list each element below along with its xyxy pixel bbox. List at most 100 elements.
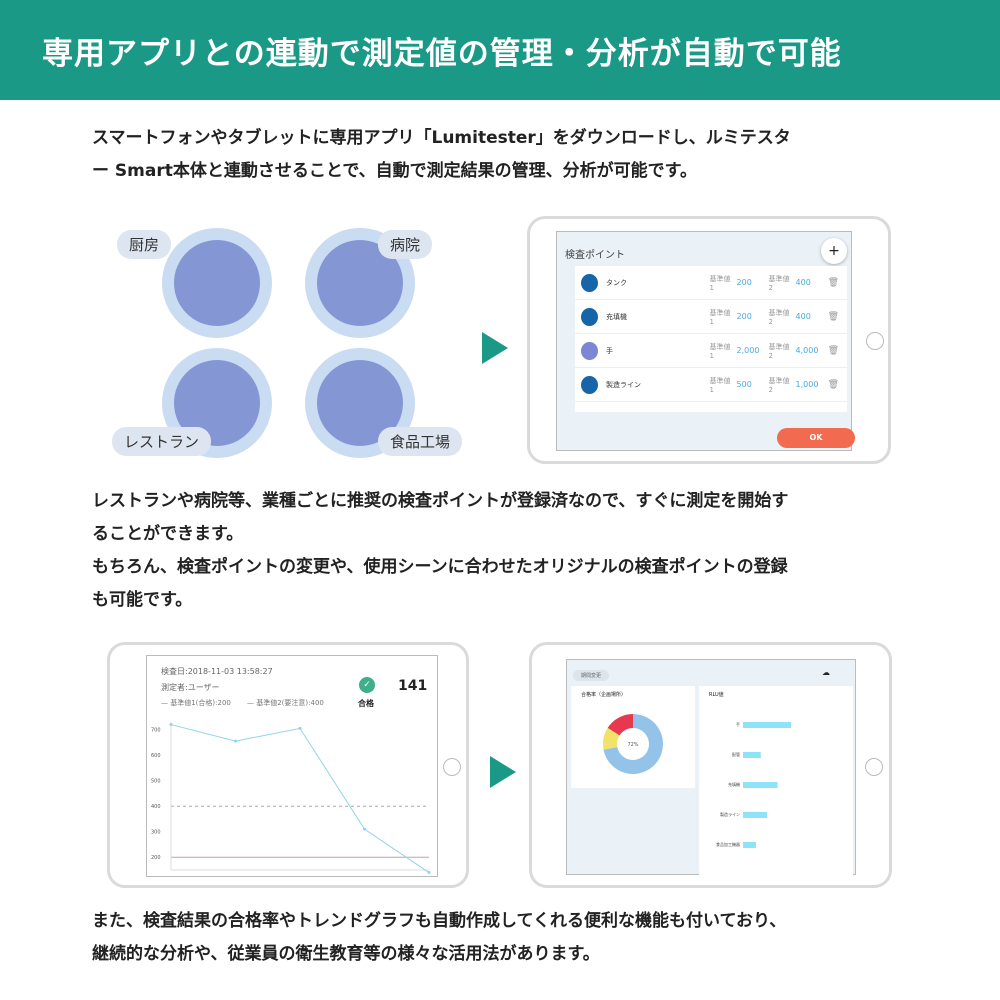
point-name: タンク [605, 278, 627, 287]
y-tick-label: 200 [151, 855, 161, 861]
production-line-icon [581, 375, 598, 394]
period-button[interactable]: 期間変更 [573, 670, 610, 681]
pie-center-label: 72% [627, 742, 638, 748]
threshold-1: 200 [736, 312, 752, 321]
threshold-1: 2,000 [736, 346, 760, 355]
key-label: 基準値2 [768, 308, 790, 326]
scene-label: 食品工場 [378, 427, 463, 456]
pie-slice [603, 727, 620, 750]
middle-line: も可能です。 [92, 590, 193, 610]
bar [743, 782, 778, 788]
data-point [169, 723, 173, 727]
plus-icon[interactable]: + [821, 238, 847, 264]
key-label: 基準値1 [709, 274, 731, 292]
closing-line: また、検査結果の合格率やトレンドグラフも自動作成してくれる便利な機能も付いており… [92, 911, 787, 931]
legend-threshold-1: — 基準値1(合格):200 [161, 699, 231, 707]
trend-chart: 200 300 400 500 600 700 [151, 722, 431, 875]
list-item[interactable]: 充填機 基準値1 200 基準値2 400 🗑 [575, 300, 847, 334]
data-point [363, 827, 366, 831]
scene-label: レストラン [112, 427, 212, 456]
threshold-2: 400 [795, 312, 811, 321]
bar [743, 752, 761, 758]
arrow-right-icon [490, 756, 516, 788]
page-title: 専用アプリとの連動で測定値の管理・分析が自動で可能 [42, 35, 842, 72]
bar [743, 842, 756, 848]
intro-line: スマートフォンやタブレットに専用アプリ「Lumitester」をダウンロードし、… [92, 128, 791, 148]
bar-label: 製造ライン [720, 811, 740, 817]
pie-slice [607, 714, 633, 736]
trash-icon[interactable]: 🗑 [827, 345, 839, 356]
header-banner: 専用アプリとの連動で測定値の管理・分析が自動で可能 [0, 0, 1000, 100]
threshold-2: 4,000 [795, 346, 819, 355]
points-title: 検査ポイント [565, 250, 625, 261]
middle-line: もちろん、検査ポイントの変更や、使用シーンに合わせたオリジナルの検査ポイントの登… [92, 557, 788, 577]
list-item[interactable]: タンク 基準値1 200 基準値2 400 🗑 [575, 266, 847, 300]
bar-label: 食品加工機器 [716, 841, 740, 847]
home-button [865, 758, 883, 776]
check-icon: ✓ [359, 677, 375, 693]
y-tick-label: 700 [151, 728, 161, 734]
status-label: 合格 [358, 699, 374, 708]
intro-text: スマートフォンやタブレットに専用アプリ「Lumitester」をダウンロードし、… [92, 122, 922, 188]
threshold-1: 200 [736, 278, 752, 287]
cloud-icon[interactable]: ☁ [822, 668, 830, 677]
kitchen-illustration [162, 228, 272, 338]
ok-button[interactable]: OK [777, 428, 855, 448]
y-tick-label: 400 [151, 804, 161, 810]
pass-rate-panel: 合格率（企画場所） 72% [571, 686, 695, 788]
y-tick-label: 600 [151, 753, 161, 759]
scene-label: 病院 [378, 230, 433, 259]
inspector: 測定者:ユーザー [161, 683, 220, 692]
data-point [234, 739, 237, 743]
filler-icon [581, 307, 598, 326]
trash-icon[interactable]: 🗑 [827, 379, 839, 390]
key-label: 基準値2 [768, 342, 790, 360]
closing-text: また、検査結果の合格率やトレンドグラフも自動作成してくれる便利な機能も付いており… [92, 905, 922, 971]
bar [743, 722, 791, 728]
point-name: 充填機 [605, 312, 627, 321]
rlu-value: 141 [398, 678, 428, 694]
trash-icon[interactable]: 🗑 [827, 311, 839, 322]
pie-title: 合格率（企画場所） [581, 692, 627, 698]
threshold-2: 400 [795, 278, 811, 287]
y-tick-label: 300 [151, 830, 161, 836]
point-name: 製造ライン [605, 380, 641, 389]
bar-label: 充填機 [728, 781, 740, 787]
closing-line: 継続的な分析や、従業員の衛生教育等の様々な活用法があります。 [92, 944, 600, 964]
bar-label: 手 [736, 721, 740, 727]
home-button [443, 758, 461, 776]
key-label: 基準値1 [709, 342, 731, 360]
point-name: 手 [605, 346, 613, 355]
key-label: 基準値1 [709, 376, 731, 394]
key-label: 基準値2 [768, 376, 790, 394]
middle-line: レストランや病院等、業種ごとに推奨の検査ポイントが登録済なので、すぐに測定を開始… [92, 491, 789, 511]
bar-label: 配管 [732, 751, 740, 757]
intro-line: ー Smart本体と連動させることで、自動で測定結果の管理、分析が可能です。 [92, 161, 697, 181]
key-label: 基準値1 [709, 308, 731, 326]
rlu-panel: RLU値 手配管充填機製造ライン食品加工機器 [699, 686, 853, 876]
arrow-right-icon [482, 332, 508, 364]
legend-threshold-2: — 基準値2(要注意):400 [247, 699, 324, 707]
bar [743, 812, 767, 818]
home-button [866, 332, 884, 350]
key-label: 基準値2 [768, 274, 790, 292]
hand-icon [581, 341, 598, 360]
pie-slice [603, 714, 663, 774]
tablet-trend: 検査日:2018-11-03 13:58:27 測定者:ユーザー — 基準値1(… [107, 642, 469, 888]
data-point [427, 871, 431, 875]
pie-chart: 72% [603, 714, 663, 774]
threshold-2: 1,000 [795, 380, 819, 389]
scene-label: 厨房 [117, 230, 172, 259]
middle-line: ることができます。 [92, 524, 244, 544]
trash-icon[interactable]: 🗑 [827, 277, 839, 288]
tablet-dashboard: 期間変更 ☁ 合格率（企画場所） 72% RLU値 手配管充填機製造ライン食品加… [529, 642, 892, 888]
middle-text: レストランや病院等、業種ごとに推奨の検査ポイントが登録済なので、すぐに測定を開始… [92, 485, 922, 617]
data-point [298, 726, 302, 730]
y-tick-label: 500 [151, 779, 161, 785]
series-line [170, 724, 430, 873]
list-item[interactable]: 手 基準値1 2,000 基準値2 4,000 🗑 [575, 334, 847, 368]
